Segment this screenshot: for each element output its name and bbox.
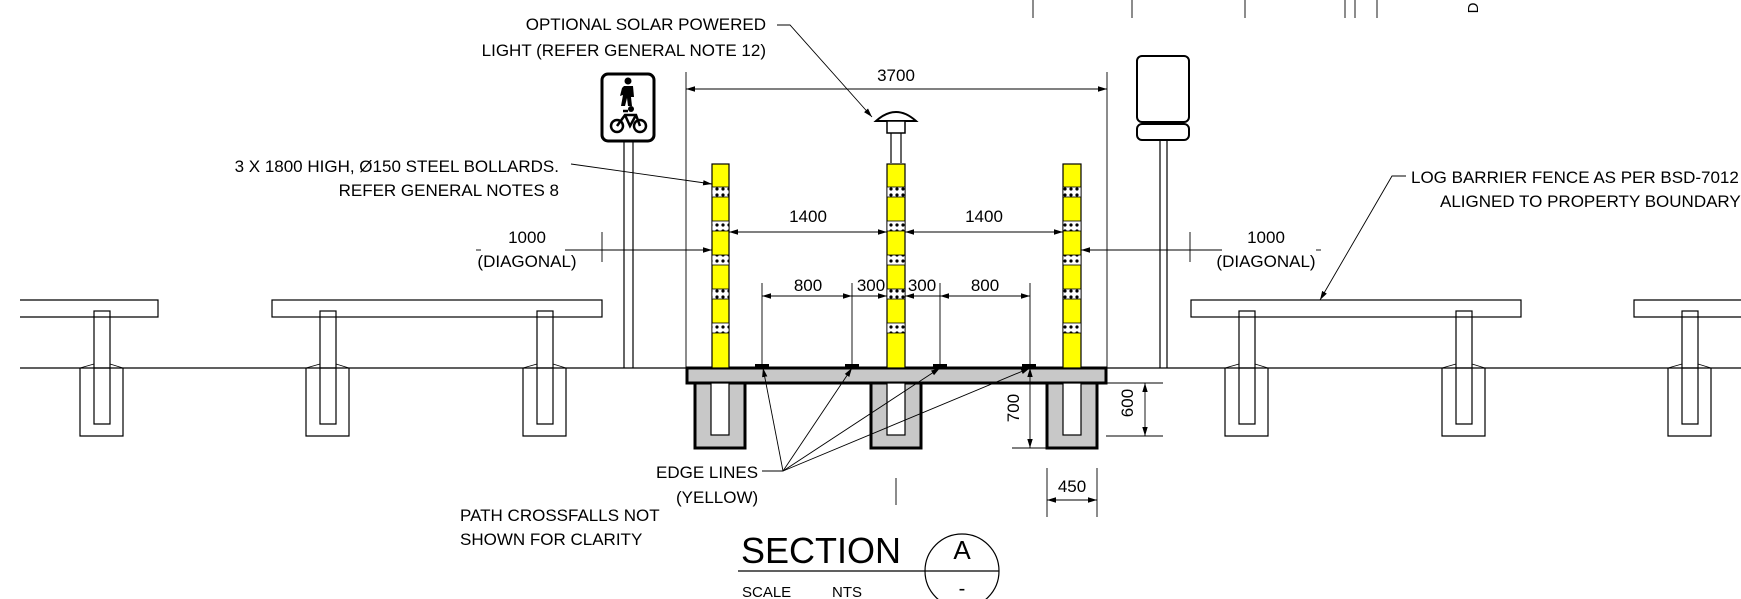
top-edge-lines: D [1032, 0, 1482, 18]
dim-footing-depth: 700 [1004, 394, 1023, 422]
fence-post [1441, 310, 1486, 437]
diagonal-left-note: (DIAGONAL) [477, 252, 576, 271]
crossfalls-label: SHOWN FOR CLARITY [460, 530, 642, 549]
fence-post [1224, 310, 1269, 437]
pedestrian-cyclist-sign-icon [600, 72, 656, 368]
dim-slab-depth: 600 [1118, 389, 1137, 417]
fence-post [305, 310, 350, 437]
dim-spacing-right: 1400 [965, 207, 1003, 226]
bollard-footing [869, 381, 923, 450]
edge-lines-label: EDGE LINES [656, 463, 758, 482]
blank-sign-icon [1136, 55, 1190, 368]
steel-bollard [1062, 163, 1082, 369]
bollards-label: 3 X 1800 HIGH, Ø150 STEEL BOLLARDS. [235, 157, 559, 176]
steel-bollard [886, 163, 906, 369]
dim-offset-right: 300 [908, 276, 936, 295]
diagonal-right-value: 1000 [1247, 228, 1285, 247]
dimension-lines [476, 72, 1321, 517]
scale-value: NTS [832, 584, 862, 599]
fence-post [79, 310, 124, 437]
solar-light-label: LIGHT (REFER GENERAL NOTE 12) [482, 41, 766, 60]
dim-footing-width: 450 [1058, 477, 1086, 496]
log-barrier-fence [20, 299, 1741, 437]
dim-offset-left: 300 [857, 276, 885, 295]
top-edge-letter: D [1465, 2, 1482, 13]
dim-edge-left: 800 [794, 276, 822, 295]
dim-spacing-left: 1400 [789, 207, 827, 226]
scale-label: SCALE [742, 584, 791, 599]
bollard-footing [693, 381, 747, 450]
path-slab [685, 366, 1108, 385]
dim-overall: 3700 [877, 66, 915, 85]
bollard-footing [1045, 381, 1099, 450]
diagonal-left-value: 1000 [508, 228, 546, 247]
leader-lines [570, 24, 1406, 472]
dim-edge-right: 800 [971, 276, 999, 295]
section-title: SECTION [741, 530, 901, 571]
fence-post [522, 310, 567, 437]
edge-lines-label: (YELLOW) [676, 488, 758, 507]
fence-label: ALIGNED TO PROPERTY BOUNDARY [1440, 192, 1741, 211]
diagonal-right-note: (DIAGONAL) [1216, 252, 1315, 271]
section-title-block: SECTION A - SCALE NTS [738, 530, 1000, 599]
bollards-label: REFER GENERAL NOTES 8 [339, 181, 559, 200]
crossfalls-label: PATH CROSSFALLS NOT [460, 506, 660, 525]
fence-post [1667, 310, 1712, 437]
solar-light-icon [873, 111, 919, 163]
steel-bollard [711, 163, 730, 369]
section-letter: A [953, 535, 971, 565]
solar-light-label: OPTIONAL SOLAR POWERED [526, 15, 766, 34]
section-sheet: - [959, 578, 966, 599]
fence-label: LOG BARRIER FENCE AS PER BSD-7012 [1411, 168, 1739, 187]
